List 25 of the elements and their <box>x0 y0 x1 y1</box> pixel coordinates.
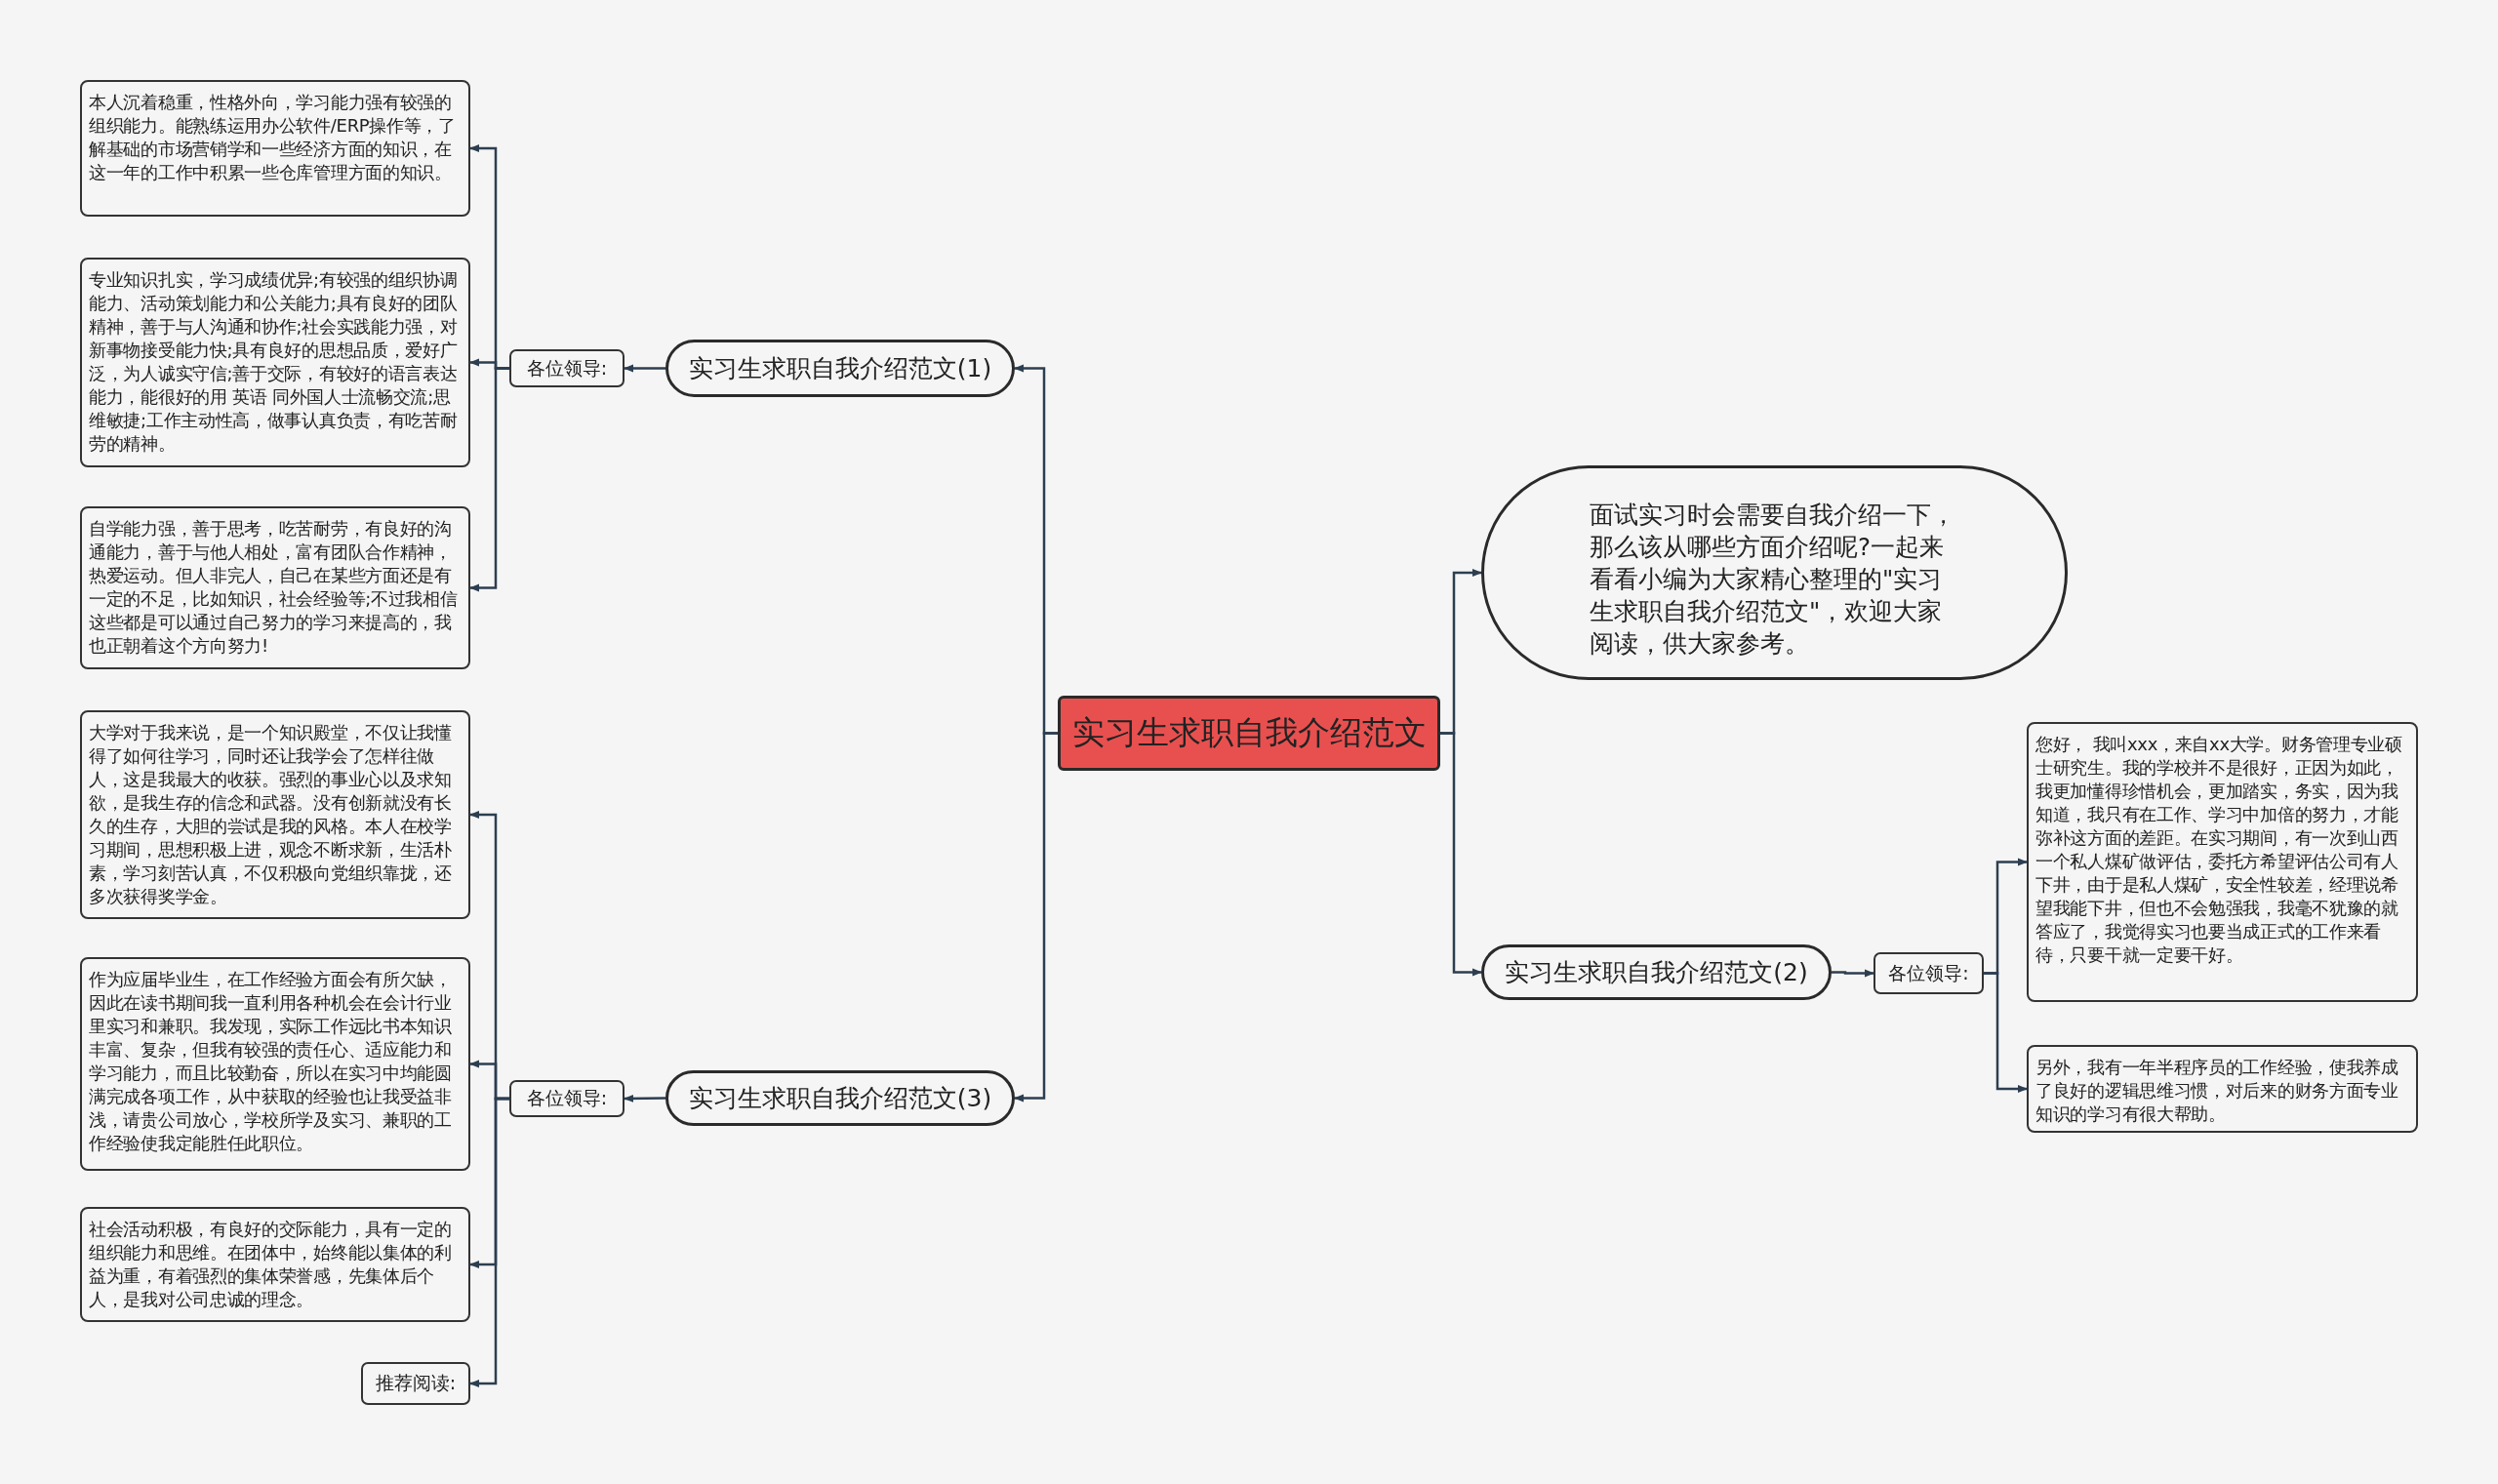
arrow <box>624 1094 665 1103</box>
arrow <box>1984 972 2028 1093</box>
arrow <box>1832 969 1874 978</box>
arrow <box>1014 732 1058 1103</box>
text-box: 本人沉着稳重，性格外向，学习能力强有较强的组织能力。能熟练运用办公软件/ERP操作等，了解基础的市场营销学和一些经济方面的知识，在这一年的工作中积累一些仓库管理方面的知识。 <box>80 80 470 217</box>
text-box: 作为应届毕业生，在工作经验方面会有所欠缺，因此在读书期间我一直利用各种机会在会计行业里实习和兼职。我发现，实际工作远比书本知识丰富、复杂，但我有较强的责任心、适应能力和学习能力，而且比较勤奋，所以在实习中均能圆满完成各项工作，从中获取的经验也让我受益非浅，请贵公司放心，学校所学及实习、兼职的工作经验使我定能胜任此职位。 <box>80 957 470 1171</box>
arrow <box>1440 732 1482 977</box>
label-box: 各位领导: <box>509 1080 624 1117</box>
label-box: 各位领导: <box>1874 952 1984 994</box>
label-box: 各位领导: <box>509 349 624 387</box>
subtopic-box: 实习生求职自我介绍范文(2) <box>1481 944 1832 1000</box>
label-box: 推荐阅读: <box>361 1362 470 1405</box>
arrow <box>469 1097 509 1387</box>
text-box: 社会活动积极，有良好的交际能力，具有一定的组织能力和思维。在团体中，始终能以集体的利益为重，有着强烈的集体荣誉感，先集体后个人，是我对公司忠诚的理念。 <box>80 1207 470 1322</box>
topic-box: 实习生求职自我介绍范文 <box>1058 696 1440 771</box>
text-box: 另外，我有一年半程序员的工作经验，使我养成了良好的逻辑思维习惯，对后来的财务方面专业知识的学习有很大帮助。 <box>2027 1045 2418 1133</box>
text-box: 专业知识扎实，学习成绩优异;有较强的组织协调能力、活动策划能力和公关能力;具有良好的团队精神，善于与人沟通和协作;社会实践能力强，对新事物接受能力快;具有良好的思想品质，爱好广泛，为人诚实守信;善于交际，有较好的语言表达能力，能很好的用 英语 同外国人士流畅交流;思维敏捷;工作主动性高，做事认真负责，有吃苦耐劳的精神。 <box>80 258 470 467</box>
subtopic-box: 实习生求职自我介绍范文(1) <box>665 340 1015 397</box>
subtopic-box: 实习生求职自我介绍范文(3) <box>665 1070 1015 1126</box>
text-box: 自学能力强，善于思考，吃苦耐劳，有良好的沟通能力，善于与他人相处，富有团队合作精神，热爱运动。但人非完人，自己在某些方面还是有一定的不足，比如知识，社会经验等;不过我相信这些都是可以通过自己努力的学习来提高的，我也正朝着这个方向努力! <box>80 506 470 669</box>
intro-bubble: 面试实习时会需要自我介绍一下，那么该从哪些方面介绍呢?一起来看看小编为大家精心整理的"实习生求职自我介绍范文"，欢迎大家阅读，供大家参考。 <box>1481 465 2068 680</box>
arrow <box>624 364 665 373</box>
arrow <box>469 367 509 592</box>
text-box: 您好， 我叫xxx，来自xx大学。财务管理专业硕士研究生。我的学校并不是很好，正因为如此，我更加懂得珍惜机会，更加踏实，务实，因为我知道，我只有在工作、学习中加倍的努力，才能弥补这方面的差距。在实习期间，有一次到山西一个私人煤矿做评估，委托方希望评估公司有人下井，由于是私人煤矿，安全性较差，经理说希望我能下井，但也不会勉强我，我毫不犹豫的就答应了，我觉得实习也要当成正式的工作来看待，只要干就一定要干好。 <box>2027 722 2418 1002</box>
text-box: 大学对于我来说，是一个知识殿堂，不仅让我懂得了如何往学习，同时还让我学会了怎样往做人，这是我最大的收获。强烈的事业心以及求知欲，是我生存的信念和武器。没有创新就没有长久的生存，大胆的尝试是我的风格。本人在校学习期间，思想积极上进，观念不断求新，生活朴素，学习刻苦认真，不仅积极向党组织靠拢，还多次获得奖学金。 <box>80 710 470 919</box>
